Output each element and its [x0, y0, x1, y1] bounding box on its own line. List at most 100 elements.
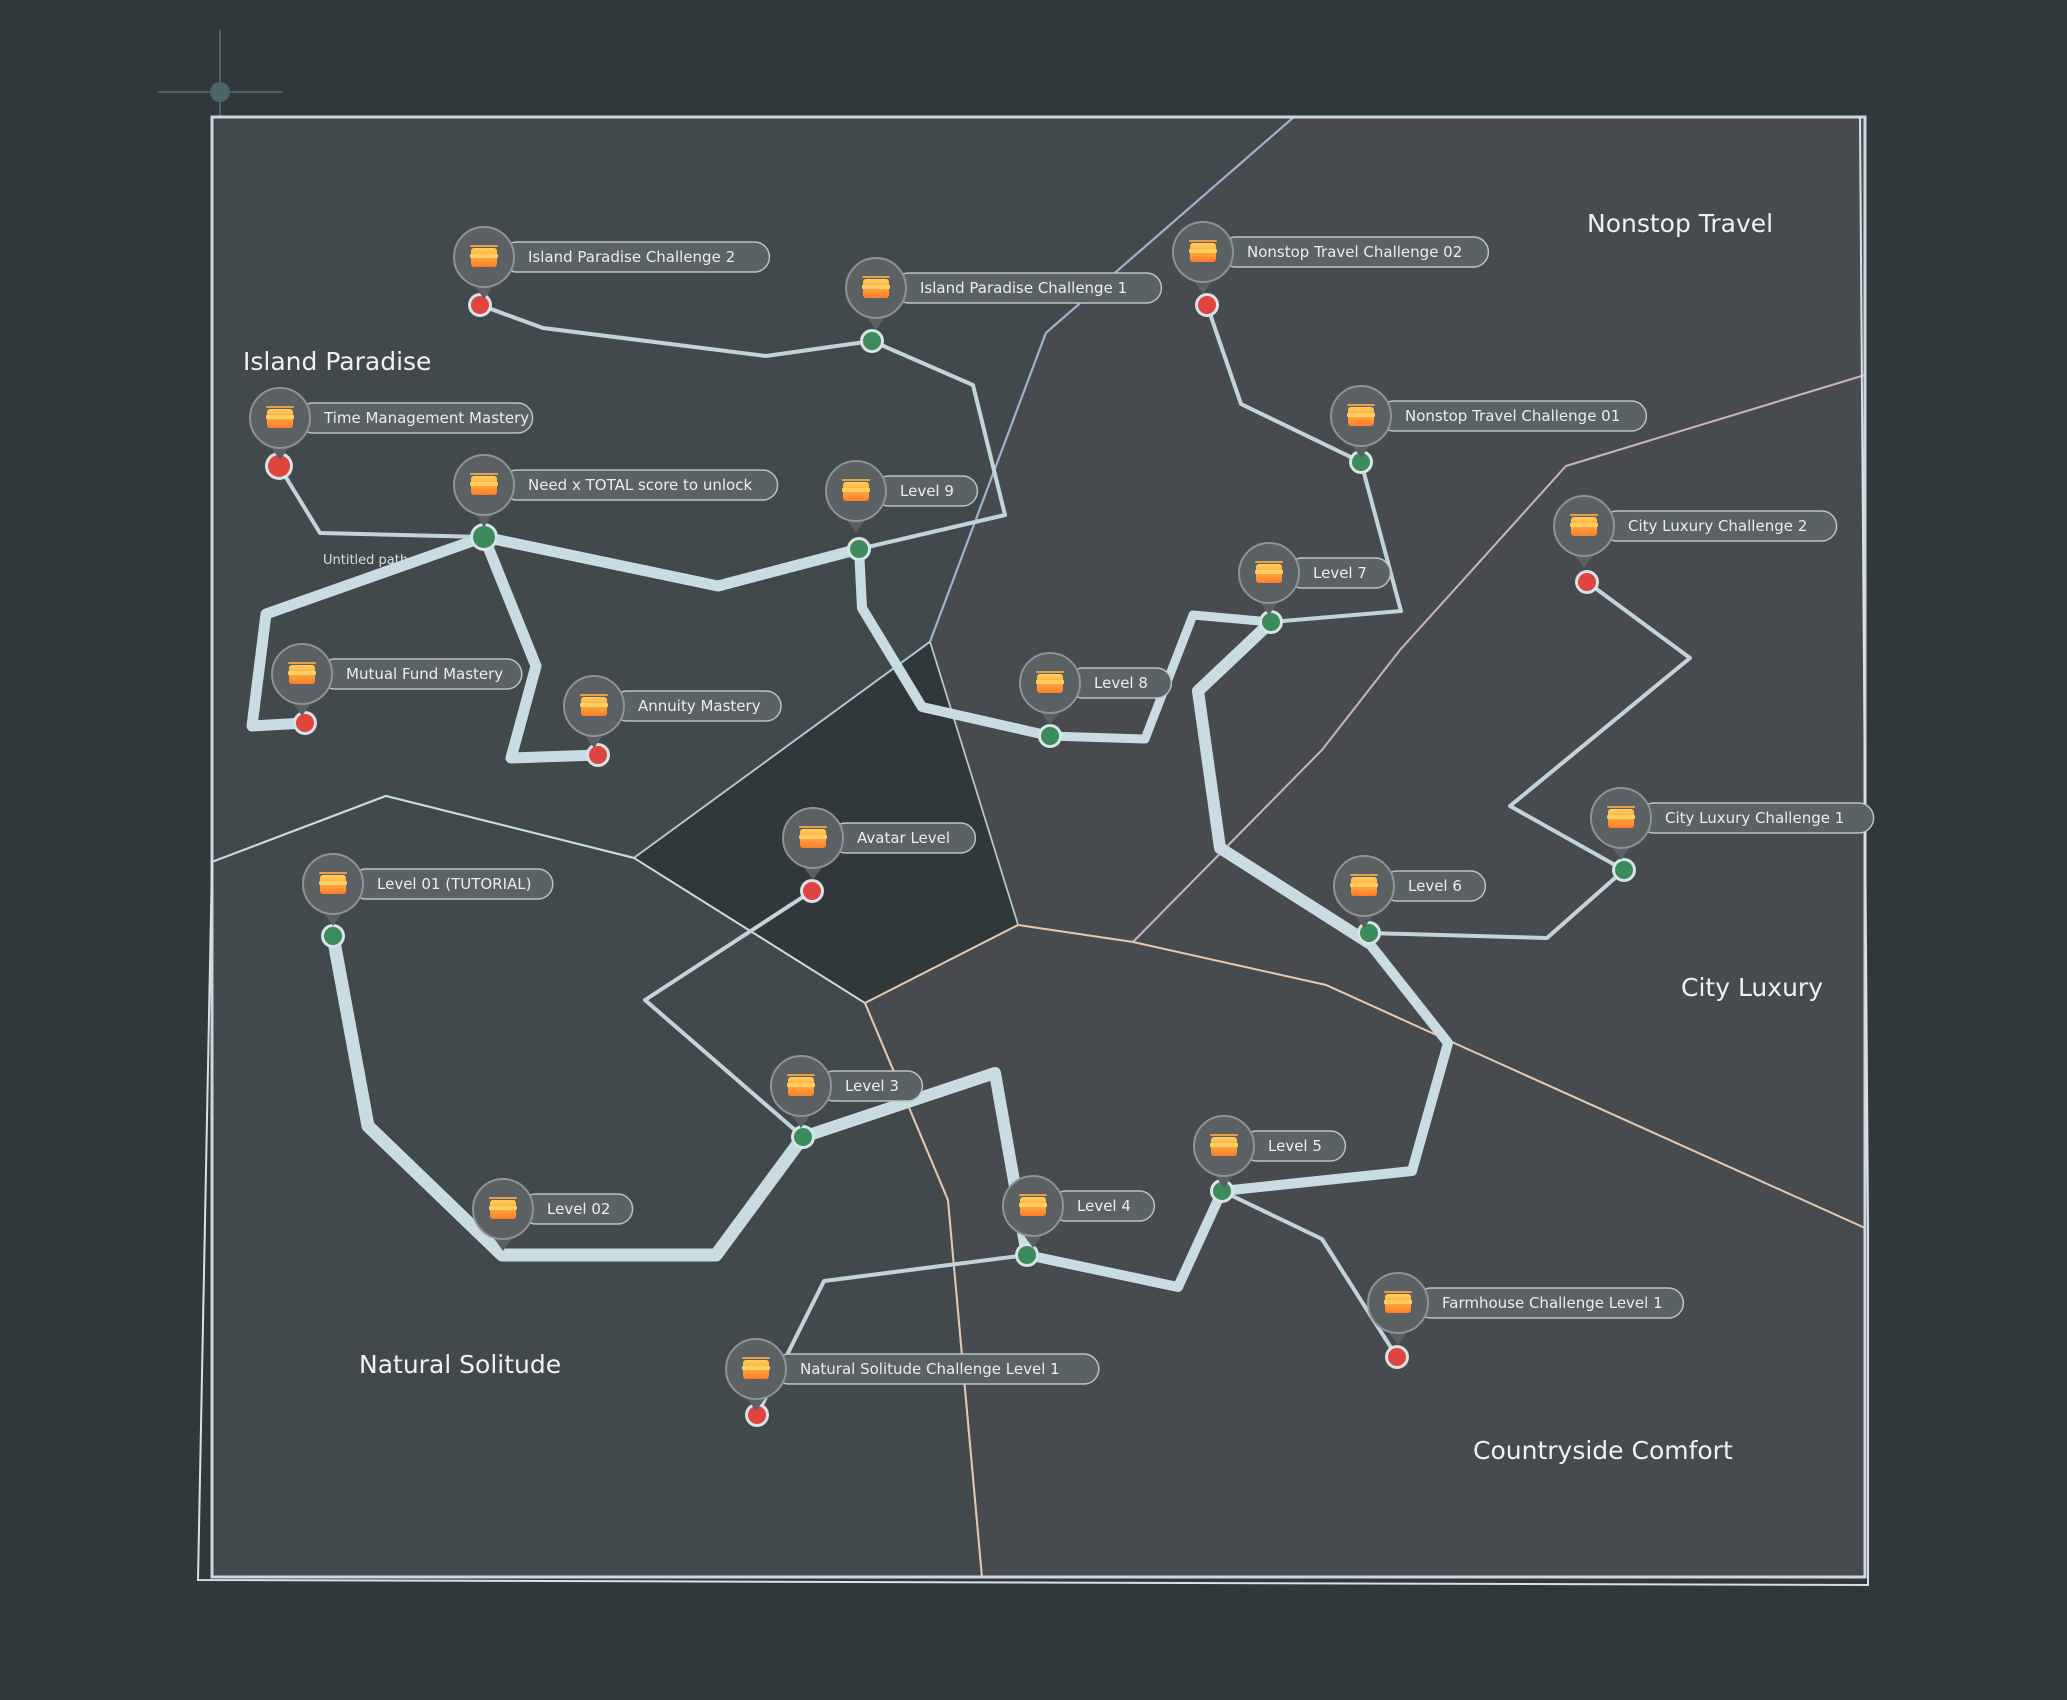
path-avatar-level[interactable]	[643, 889, 814, 1139]
path-level-8-to-level-9[interactable]	[854, 544, 1055, 741]
node-level-9[interactable]: Level 9	[825, 460, 979, 561]
unlocked-dot	[1041, 727, 1059, 745]
node-nonstop-travel-challenge-01[interactable]: Nonstop Travel Challenge 01	[1330, 385, 1648, 474]
chest-icon	[862, 276, 890, 298]
chest-icon	[1189, 240, 1217, 262]
node-city-luxury-challenge-2[interactable]: City Luxury Challenge 2	[1553, 495, 1838, 594]
path-nonstop-challenge-02[interactable]	[1205, 303, 1363, 464]
unlocked-dot	[794, 1128, 812, 1146]
pin-pointer	[323, 912, 343, 926]
pin-pointer	[1023, 1234, 1043, 1248]
pin-pointer	[474, 285, 494, 299]
chest-icon	[470, 473, 498, 495]
node-label: Annuity Mastery	[638, 697, 761, 715]
map-frame-outer	[196, 116, 1869, 1587]
path-level-9-to-need-score[interactable]	[478, 531, 865, 592]
pin-pointer	[1354, 914, 1374, 928]
node-label: Level 01 (TUTORIAL)	[377, 875, 532, 893]
path-level-6-to-level-7[interactable]	[1192, 616, 1375, 949]
node-time-management-mastery[interactable]: Time Management Mastery	[249, 387, 534, 480]
node-label: Natural Solitude Challenge Level 1	[800, 1360, 1060, 1378]
unlocked-dot	[473, 526, 495, 548]
chest-icon	[489, 1197, 517, 1219]
node-farmhouse-challenge-level-1[interactable]: Farmhouse Challenge Level 1	[1367, 1272, 1685, 1369]
path-city-challenge-1[interactable]	[1367, 868, 1626, 940]
node-island-paradise-challenge-1[interactable]: Island Paradise Challenge 1	[845, 257, 1163, 353]
node-label: Island Paradise Challenge 2	[528, 248, 735, 266]
pin-pointer	[803, 866, 823, 880]
pin-pointer	[1574, 554, 1594, 568]
node-natural-solitude-challenge-level-1[interactable]: Natural Solitude Challenge Level 1	[725, 1338, 1100, 1427]
node-label: Level 3	[845, 1077, 899, 1095]
path-need-score-to-annuity[interactable]	[478, 531, 604, 764]
node-annuity-mastery[interactable]: Annuity Mastery	[563, 675, 782, 767]
node-level-02[interactable]: Level 02	[472, 1178, 634, 1251]
pin-pointer	[1351, 444, 1371, 458]
path-island-challenge-1[interactable]	[857, 339, 1007, 551]
unlocked-dot	[1262, 613, 1280, 631]
unlocked-dot	[850, 540, 868, 558]
chest-icon	[1607, 806, 1635, 828]
node-level-8[interactable]: Level 8	[1019, 652, 1173, 748]
chest-icon	[470, 245, 498, 267]
node-label: Level 5	[1268, 1137, 1322, 1155]
chest-icon	[1570, 514, 1598, 536]
pin-pointer	[474, 513, 494, 527]
unlocked-dot	[1615, 861, 1633, 879]
node-level-4[interactable]: Level 4	[1002, 1175, 1156, 1267]
node-level-5[interactable]: Level 5	[1193, 1115, 1347, 1203]
node-city-luxury-challenge-1[interactable]: City Luxury Challenge 1	[1590, 787, 1875, 882]
chest-icon	[1036, 671, 1064, 693]
node-level-6[interactable]: Level 6	[1333, 855, 1487, 945]
pin-pointer	[292, 702, 312, 716]
path-tutorial-to-level-02[interactable]	[326, 929, 810, 1262]
locked-dot	[748, 1406, 766, 1424]
region-label-countryside-comfort: Countryside Comfort	[1473, 1436, 1733, 1465]
locked-dot	[1198, 296, 1216, 314]
node-label: City Luxury Challenge 1	[1665, 809, 1844, 827]
node-island-paradise-challenge-2[interactable]: Island Paradise Challenge 2	[453, 226, 771, 317]
unlocked-dot	[1352, 453, 1370, 471]
path-city-challenge-2[interactable]	[1508, 580, 1692, 872]
pin-pointer	[1611, 846, 1631, 860]
chest-icon	[266, 406, 294, 428]
node-label: Nonstop Travel Challenge 01	[1405, 407, 1620, 425]
pin-pointer	[493, 1237, 513, 1251]
node-mutual-fund-mastery[interactable]: Mutual Fund Mastery	[271, 643, 523, 735]
chest-icon	[1384, 1291, 1412, 1313]
chest-icon	[580, 694, 608, 716]
node-label: Avatar Level	[857, 829, 950, 847]
map-frame	[210, 115, 1867, 1579]
chest-icon	[799, 826, 827, 848]
locked-dot	[1578, 573, 1596, 591]
unlocked-dot	[1018, 1246, 1036, 1264]
node-level-3[interactable]: Level 3	[770, 1055, 924, 1149]
node-avatar-level[interactable]: Avatar Level	[782, 807, 977, 903]
path-level-5-to-level-6[interactable]	[1217, 938, 1453, 1196]
node-level-01-tutorial[interactable]: Level 01 (TUTORIAL)	[302, 853, 554, 948]
node-label: Level 8	[1094, 674, 1148, 692]
node-label: Island Paradise Challenge 1	[920, 279, 1127, 297]
path-level-4-to-level-5[interactable]	[1022, 1186, 1227, 1292]
nodes-layer: Island Paradise Challenge 2 Island Paradi…	[249, 221, 1875, 1427]
node-label: Mutual Fund Mastery	[346, 665, 503, 683]
region-label-island-paradise: Island Paradise	[243, 347, 431, 376]
node-label: Time Management Mastery	[323, 409, 529, 427]
unlocked-dot	[1360, 924, 1378, 942]
node-label: Level 9	[900, 482, 954, 500]
node-need-total-score[interactable]: Need x TOTAL score to unlock	[453, 454, 779, 551]
chest-icon	[288, 662, 316, 684]
path-nonstop-challenge-01[interactable]	[1269, 460, 1403, 624]
node-level-7[interactable]: Level 7	[1238, 542, 1392, 634]
node-label: Level 4	[1077, 1197, 1131, 1215]
unlocked-dot	[863, 332, 881, 350]
chest-icon	[742, 1357, 770, 1379]
node-label: Nonstop Travel Challenge 02	[1247, 243, 1462, 261]
path-island-challenge-2[interactable]	[478, 303, 874, 358]
region-countryside-comfort[interactable]	[863, 923, 1866, 1578]
path-time-management[interactable]	[277, 464, 486, 539]
node-nonstop-travel-challenge-02[interactable]: Nonstop Travel Challenge 02	[1172, 221, 1490, 317]
path-need-score-to-mutual-fund[interactable]	[246, 531, 490, 732]
